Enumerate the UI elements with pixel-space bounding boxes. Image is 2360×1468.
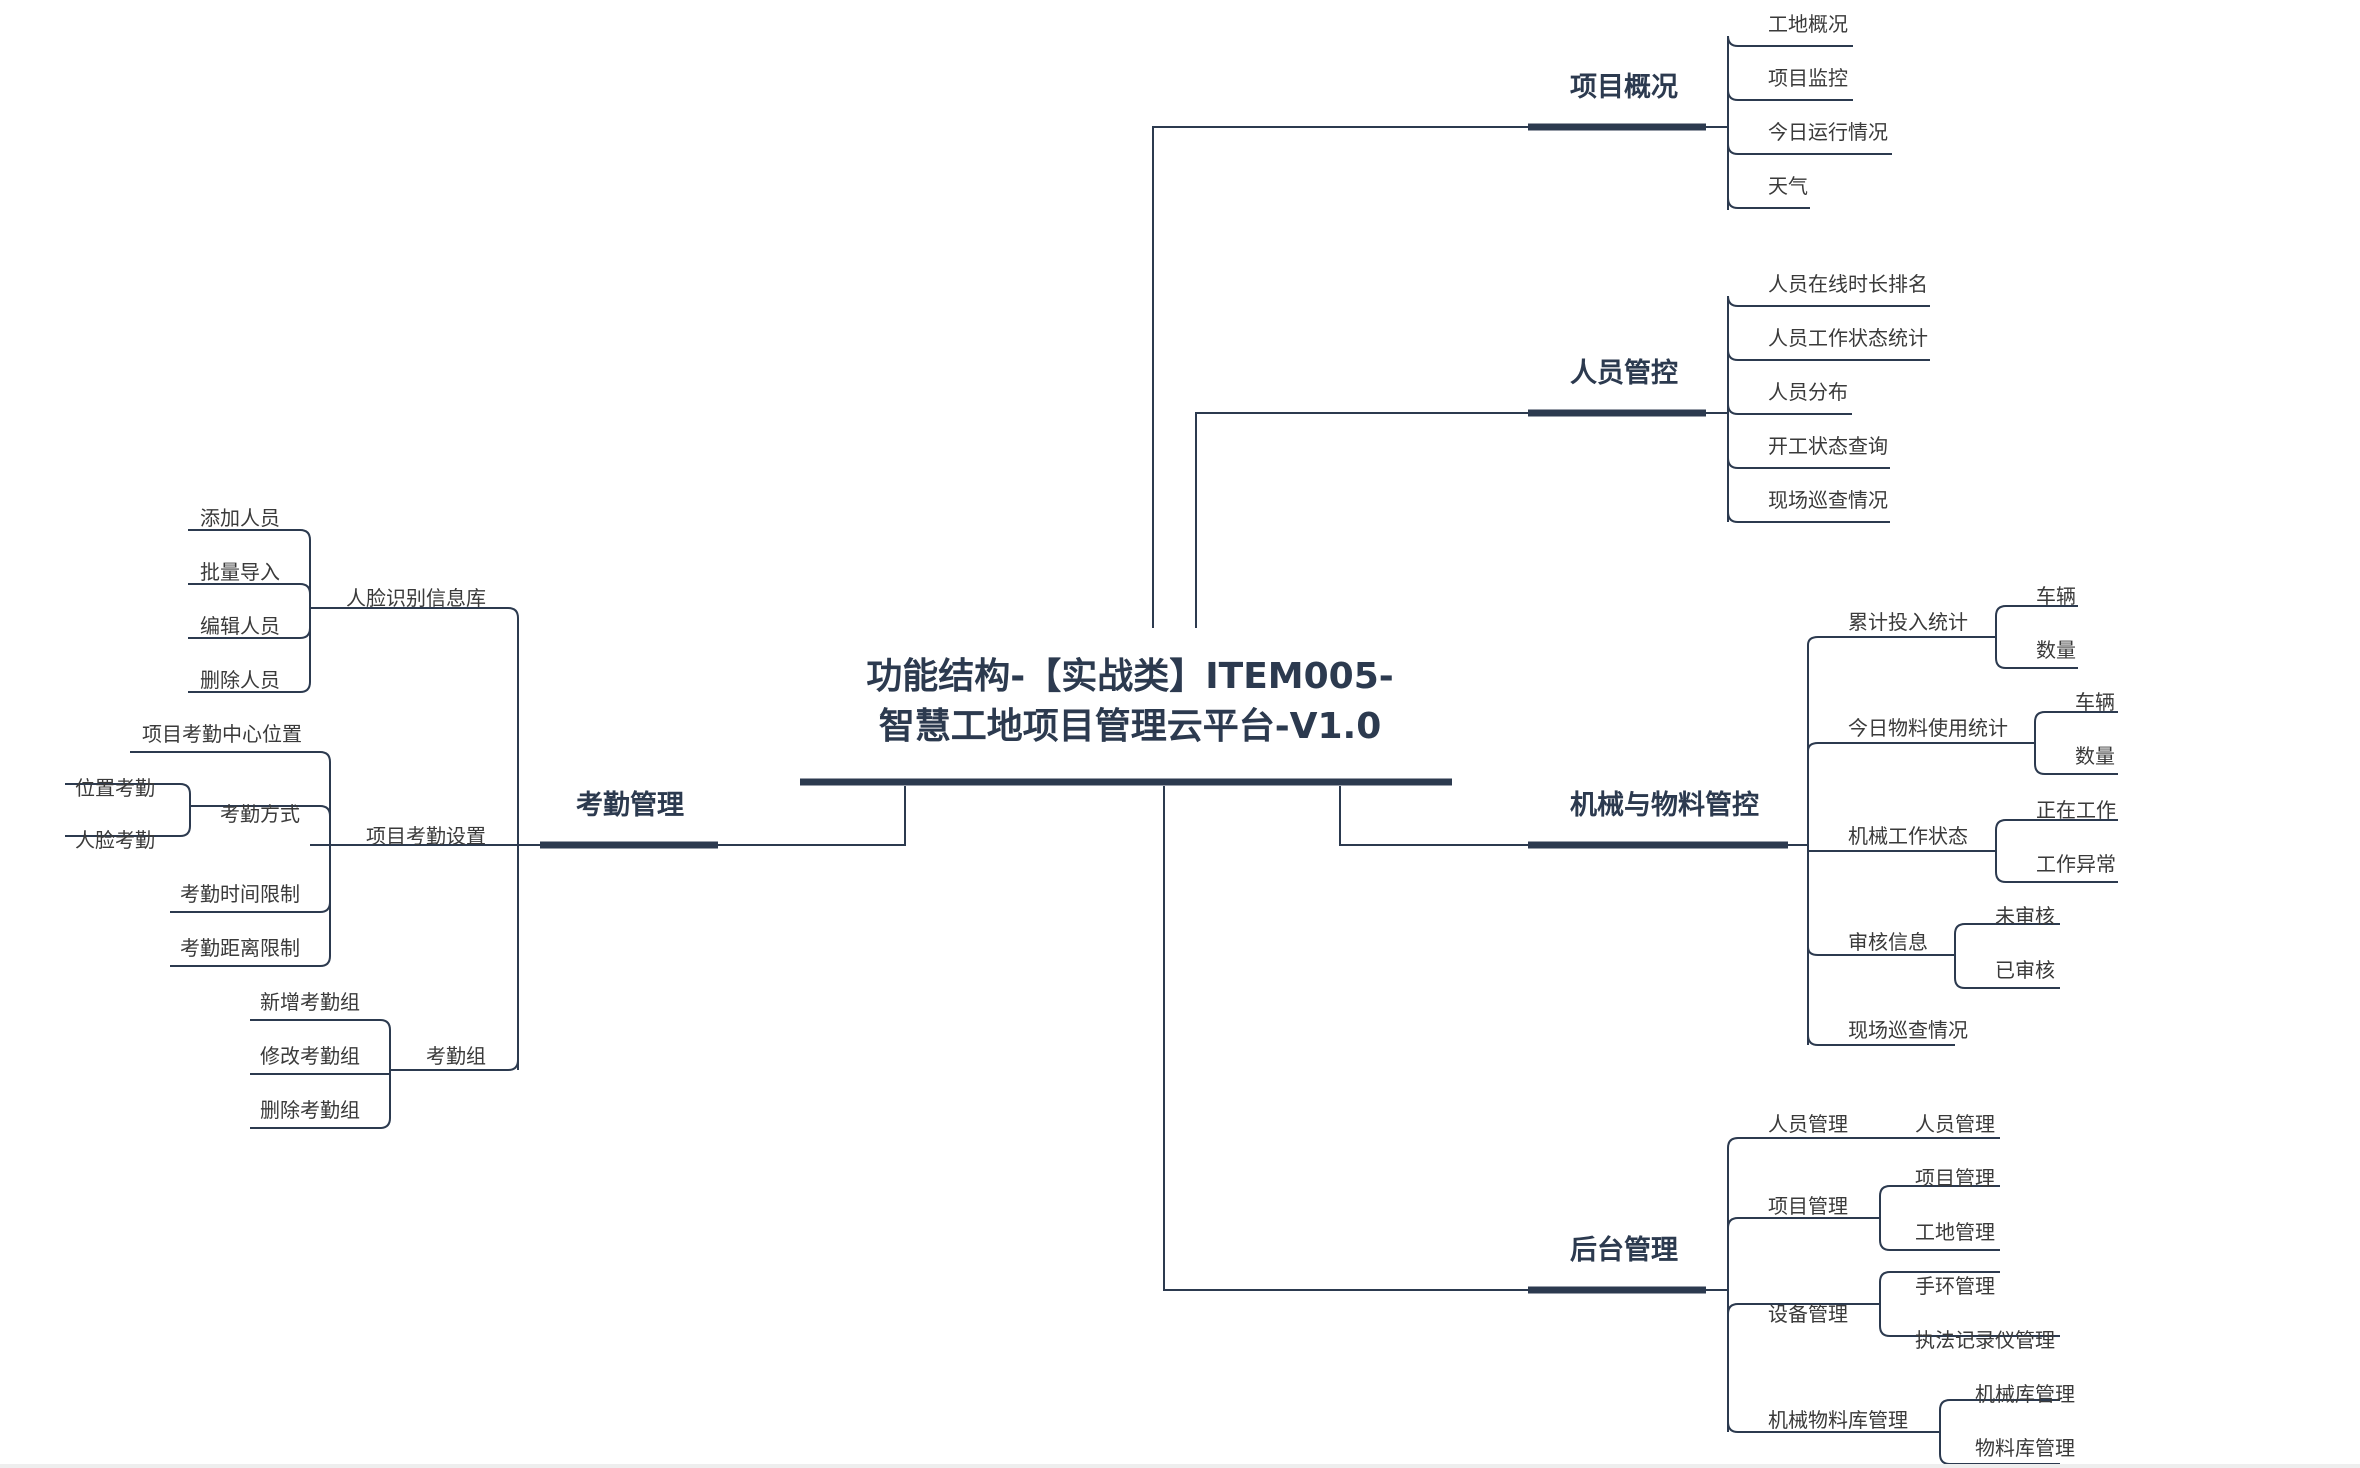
backend-subitem: 工地管理 xyxy=(1915,1220,1995,1244)
branch-machinery: 机械与物料管控 xyxy=(1570,790,1759,821)
machinery-item: 机械工作状态 xyxy=(1848,824,1968,848)
backend-subitem: 项目管理 xyxy=(1915,1166,1995,1190)
machinery-subitem: 未审核 xyxy=(1995,904,2055,928)
machinery-subitem: 工作异常 xyxy=(2036,852,2116,876)
personnel-item: 现场巡查情况 xyxy=(1768,488,1888,512)
backend-subitem: 手环管理 xyxy=(1915,1274,1995,1298)
attendance-subsubitem: 位置考勤 xyxy=(75,776,155,800)
root-title-line2: 智慧工地项目管理云平台-V1.0 xyxy=(878,706,1382,747)
attendance-subitem: 新增考勤组 xyxy=(260,990,360,1014)
backend-subitem: 执法记录仪管理 xyxy=(1915,1328,2055,1352)
machinery-subitem: 已审核 xyxy=(1995,958,2055,982)
attendance-item: 人脸识别信息库 xyxy=(346,586,486,610)
attendance-subitem: 删除人员 xyxy=(200,668,280,692)
backend-subitem: 人员管理 xyxy=(1915,1112,1995,1136)
machinery-subitem: 车辆 xyxy=(2075,690,2115,714)
machinery-subitem: 数量 xyxy=(2036,638,2076,662)
attendance-subitem: 考勤距离限制 xyxy=(180,936,300,960)
backend-item: 项目管理 xyxy=(1768,1194,1848,1218)
machinery-subitem: 正在工作 xyxy=(2036,798,2116,822)
branch-attendance: 考勤管理 xyxy=(576,790,684,821)
overview-item: 工地概况 xyxy=(1768,12,1848,36)
branch-personnel: 人员管控 xyxy=(1570,358,1678,389)
attendance-subitem: 删除考勤组 xyxy=(260,1098,360,1122)
backend-item: 人员管理 xyxy=(1768,1112,1848,1136)
attendance-subitem: 批量导入 xyxy=(200,560,280,584)
attendance-subsubitem: 人脸考勤 xyxy=(75,828,155,852)
backend-item: 机械物料库管理 xyxy=(1768,1408,1908,1432)
attendance-subitem: 项目考勤中心位置 xyxy=(142,722,302,746)
personnel-item: 人员工作状态统计 xyxy=(1768,326,1928,350)
attendance-subitem: 添加人员 xyxy=(200,506,280,530)
backend-subitem: 机械库管理 xyxy=(1975,1382,2075,1406)
branch-overview: 项目概况 xyxy=(1570,72,1678,103)
backend-subitem: 物料库管理 xyxy=(1975,1436,2075,1460)
attendance-subitem: 考勤时间限制 xyxy=(180,882,300,906)
machinery-item: 累计投入统计 xyxy=(1848,610,1968,634)
attendance-item: 项目考勤设置 xyxy=(366,824,486,848)
overview-item: 天气 xyxy=(1768,174,1808,198)
machinery-item: 今日物料使用统计 xyxy=(1848,716,2008,740)
personnel-item: 人员在线时长排名 xyxy=(1768,272,1928,296)
root-title-line1: 功能结构-【实战类】ITEM005- xyxy=(866,656,1394,697)
branch-backend: 后台管理 xyxy=(1570,1235,1678,1266)
attendance-item: 考勤组 xyxy=(426,1044,486,1068)
attendance-subitem: 编辑人员 xyxy=(200,614,280,638)
personnel-item: 人员分布 xyxy=(1768,380,1848,404)
machinery-subitem: 数量 xyxy=(2075,744,2115,768)
root-title: 功能结构-【实战类】ITEM005- 智慧工地项目管理云平台-V1.0 xyxy=(760,652,1500,752)
attendance-subitem: 考勤方式 xyxy=(220,802,300,826)
machinery-subitem: 车辆 xyxy=(2036,584,2076,608)
overview-item: 今日运行情况 xyxy=(1768,120,1888,144)
bottom-border xyxy=(0,1464,2360,1468)
personnel-item: 开工状态查询 xyxy=(1768,434,1888,458)
machinery-item: 审核信息 xyxy=(1848,930,1928,954)
backend-item: 设备管理 xyxy=(1768,1302,1848,1326)
attendance-subitem: 修改考勤组 xyxy=(260,1044,360,1068)
machinery-item: 现场巡查情况 xyxy=(1848,1018,1968,1042)
overview-item: 项目监控 xyxy=(1768,66,1848,90)
